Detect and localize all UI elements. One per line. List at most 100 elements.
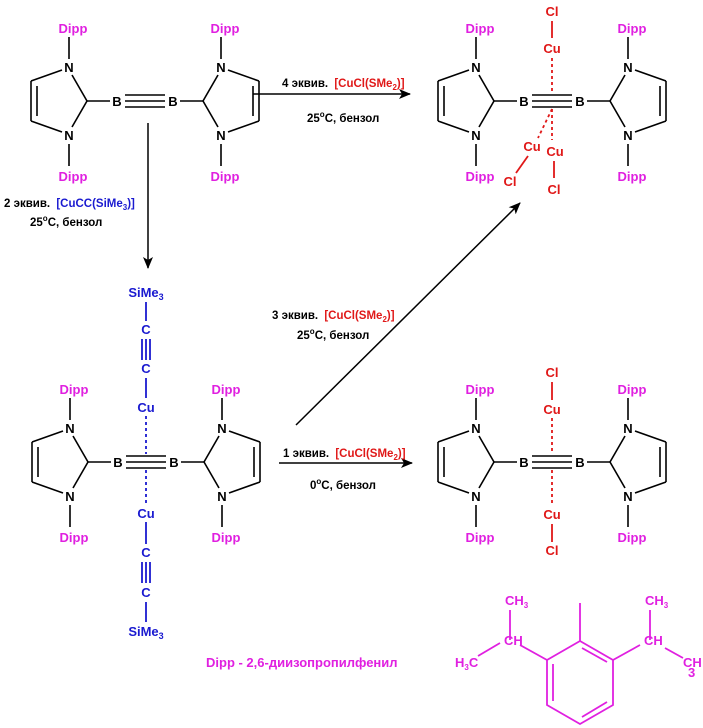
nitrogen-atom: N [623,421,632,436]
boron-atom: B [169,455,178,470]
reaction-2-label: 2 эквив. [CuCC(SiMe3)] [4,198,135,212]
reaction-2-conditions: 25oC, бензол [30,214,102,229]
copper-atom: Cu [137,506,154,521]
copper-atom: Cu [543,402,560,417]
ring-bond [71,100,88,128]
ring-bond [202,100,219,128]
ring-bond [72,461,89,489]
ring-bond [478,435,495,463]
nitrogen-atom: N [623,489,632,504]
ring-bond [437,481,470,494]
reaction-4-label: 1 эквив. [CuCl(SMe2)] [283,448,406,462]
copper-atom: Cu [523,139,540,154]
dipp-label: Dipp [212,382,241,397]
carbon-atom: C [141,322,151,337]
ring-bond [71,74,88,102]
chlorine-atom: Cl [548,182,561,197]
ring-bond [478,100,495,128]
chlorine-atom: Cl [546,4,559,19]
ring-bond [609,74,626,102]
chlorine-atom: Cl [546,543,559,558]
svg-text:3: 3 [688,665,695,680]
svg-text:CH3: CH3 [505,593,529,610]
trimethylsilyl-group: SiMe3 [128,624,163,641]
nitrogen-atom: N [64,60,73,75]
nitrogen-atom: N [471,60,480,75]
svg-text:CH: CH [504,633,523,648]
carbon-atom: C [141,585,151,600]
ring-bond [228,481,261,494]
reaction-1-label: 4 эквив. [CuCl(SMe2)] [282,78,405,92]
boron-atom: B [575,94,584,109]
svg-text:CH: CH [683,655,702,670]
ring-bond [228,430,261,443]
ring-bond [202,74,219,102]
nitrogen-atom: N [471,421,480,436]
chlorine-atom: Cl [546,365,559,380]
nitrogen-atom: N [216,60,225,75]
ring-bond [634,69,667,82]
boron-atom: B [519,455,528,470]
ring-bond [203,435,220,463]
dipp-label: Dipp [466,530,495,545]
nitrogen-atom: N [65,489,74,504]
reaction-3-conditions: 25oC, бензол [297,327,369,342]
boron-atom: B [519,94,528,109]
dipp-label: Dipp [212,530,241,545]
dipp-label: Dipp [618,21,647,36]
dipp-label: Dipp [618,382,647,397]
ring-bond [437,69,470,82]
nitrogen-atom: N [217,421,226,436]
reaction-3-label: 3 эквив. [CuCl(SMe2)] [272,310,395,324]
ring-bond [437,120,470,133]
ring-bond [478,461,495,489]
dipp-label: Dipp [466,21,495,36]
dipp-label: Dipp [211,21,240,36]
ring-bond [203,461,220,489]
nitrogen-atom: N [623,60,632,75]
dipp-legend-text: Dipp - 2,6-диизопропилфенил [206,655,398,670]
nitrogen-atom: N [65,421,74,436]
ring-bond [72,435,89,463]
ring-bond [634,430,667,443]
boron-atom: B [575,455,584,470]
ring-bond [31,481,64,494]
nitrogen-atom: N [64,128,73,143]
nitrogen-atom: N [471,128,480,143]
cu-bb-interaction [537,108,553,139]
carbon-atom: C [141,545,151,560]
ring-bond [227,120,260,133]
boron-atom: B [112,94,121,109]
nitrogen-atom: N [216,128,225,143]
arrow-reaction-3 [295,202,521,426]
nitrogen-atom: N [623,128,632,143]
ring-bond [437,430,470,443]
reaction-4-conditions: 0oC, бензол [310,477,376,492]
dipp-structure: CH3 CH H3C CH3 CH CH 3 [455,593,702,726]
dipp-label: Dipp [618,169,647,184]
dipp-label: Dipp [60,530,89,545]
ring-bond [609,100,626,128]
cu-cl-bond [515,155,529,174]
dipp-label: Dipp [59,21,88,36]
dipp-label: Dipp [59,169,88,184]
dipp-label: Dipp [618,530,647,545]
ring-bond [30,120,63,133]
copper-atom: Cu [137,400,154,415]
boron-atom: B [113,455,122,470]
svg-text:CH: CH [644,633,663,648]
boron-atom: B [168,94,177,109]
ring-bond [609,461,626,489]
dipp-label: Dipp [466,382,495,397]
ring-bond [609,435,626,463]
ring-bond [30,69,63,82]
ring-bond [478,74,495,102]
carbon-atom: C [141,361,151,376]
dipp-label: Dipp [60,382,89,397]
chlorine-atom: Cl [504,174,517,189]
svg-text:CH3: CH3 [645,593,669,610]
